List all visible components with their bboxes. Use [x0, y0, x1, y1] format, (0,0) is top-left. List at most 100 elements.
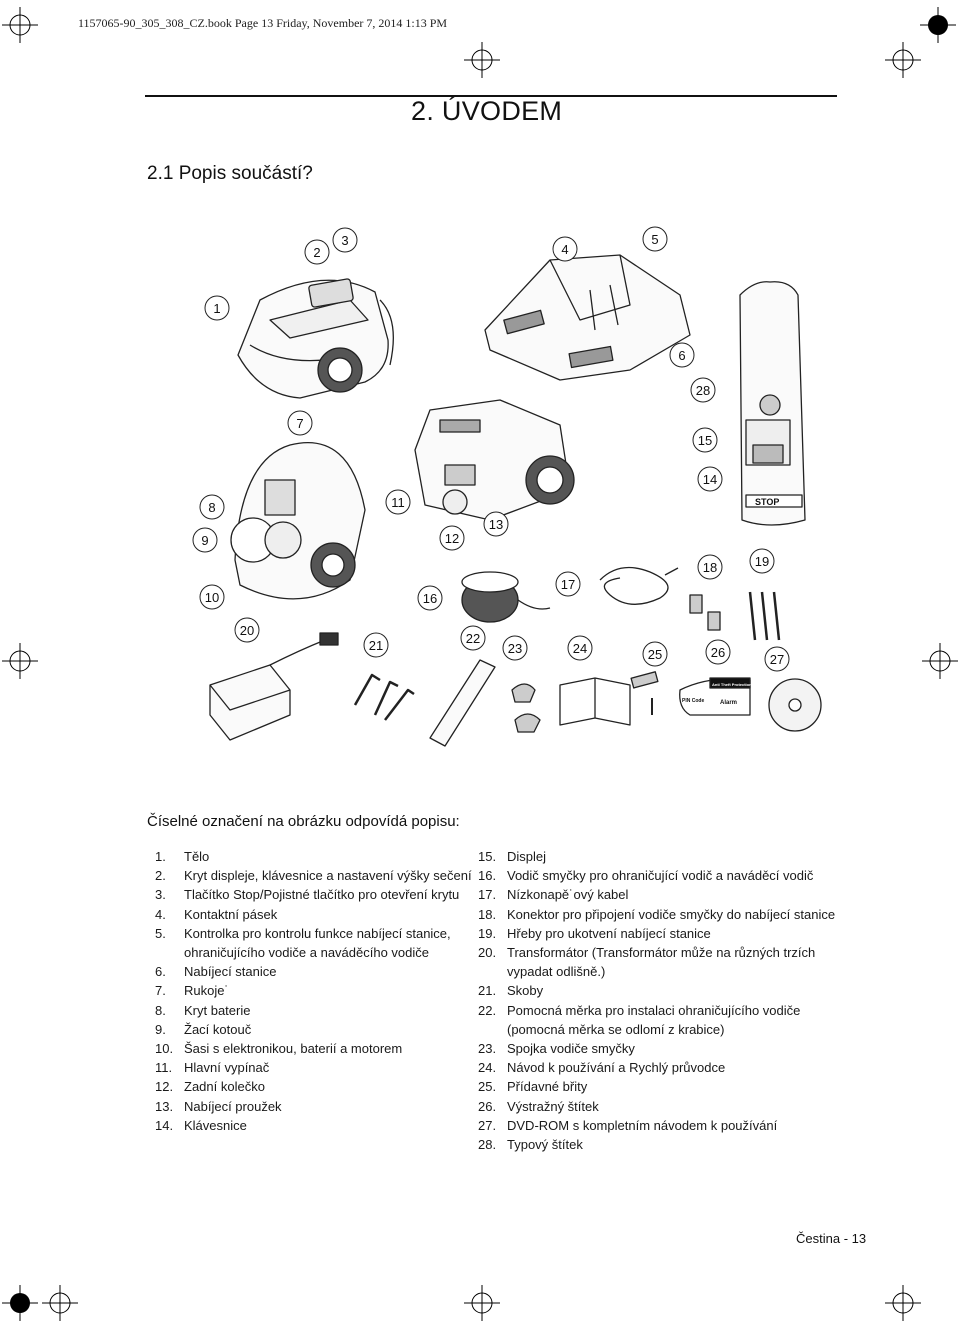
section-title: 2.1 Popis součástí? [147, 163, 313, 184]
ruler-drawing [429, 659, 496, 747]
callout-1: 1 [204, 295, 230, 321]
list-item-number: 9. [155, 1021, 166, 1037]
callout-18: 18 [697, 554, 723, 580]
list-item: 2. Kryt displeje, klávesnice a nastavení … [155, 866, 475, 885]
list-item: 6.Nabíjecí stanice [155, 962, 475, 981]
callout-23: 23 [502, 635, 528, 661]
connectors-drawing [689, 594, 721, 631]
list-item-text: Vodič smyčky pro ohraničující vodič a na… [507, 868, 814, 884]
list-item-text: Žací kotouč [184, 1021, 252, 1037]
list-item: 22. Pomocná měrka pro instalaci ohraničuj… [478, 1001, 838, 1039]
list-item-number: 6. [155, 964, 166, 980]
list-item-number: 12. [155, 1079, 174, 1095]
list-item-text: Typový štítek [507, 1137, 583, 1153]
parts-list-right: 15. Displej 16. Vodič smyčky pro ohraničují… [478, 847, 838, 1154]
list-item: 23.Spojka vodiče smyčky [478, 1039, 838, 1058]
list-item-text: Návod k používání a Rychlý průvodce [507, 1060, 726, 1076]
svg-text:15: 15 [698, 433, 712, 448]
list-item: 9. Žací kotouč [155, 1020, 475, 1039]
chapter-rule [145, 95, 837, 97]
list-item-number: 27. [478, 1117, 497, 1133]
svg-text:24: 24 [573, 641, 587, 656]
callout-20: 20 [234, 617, 260, 643]
list-item-text: Tlačítko Stop/Pojistné tlačítko pro otev… [184, 887, 460, 903]
list-item-text: Konektor pro připojení vodiče smyčky do … [507, 906, 836, 922]
callout-27: 27 [764, 646, 790, 672]
list-item-number: 16. [478, 868, 497, 884]
list-item-text: Hlavní vypínač [184, 1060, 270, 1076]
list-item-number: 26. [478, 1098, 497, 1114]
callout-11: 11 [385, 489, 411, 515]
list-item-text: Rukoje˙ [184, 983, 229, 999]
registration-mark-mid-right [922, 643, 958, 679]
list-item: 20.Transformátor (Transformátor může na … [478, 943, 838, 981]
callout-19: 19 [749, 548, 775, 574]
hooks-drawing [353, 673, 415, 721]
alarm-decal-text: Alarm [720, 700, 737, 706]
svg-text:5: 5 [651, 232, 658, 247]
list-item: 12.Zadní kolečko [155, 1077, 475, 1096]
list-item: 24.Návod k používání a Rychlý průvodce [478, 1058, 838, 1077]
parts-illustration: 1 2 3 4 5 6 7 8 9 10 11 12 13 14 15 16 1… [192, 226, 822, 747]
pegs-drawing [748, 591, 781, 641]
svg-text:21: 21 [369, 638, 383, 653]
svg-text:18: 18 [703, 560, 717, 575]
list-item-text: Skoby [507, 983, 544, 999]
warning-sticker-drawing [679, 677, 751, 716]
list-item: 28.Typový štítek [478, 1135, 838, 1154]
list-item: 14.Klávesnice [155, 1116, 475, 1135]
list-item: 27.DVD-ROM s kompletním návodem k použív… [478, 1116, 838, 1135]
svg-text:26: 26 [711, 645, 725, 660]
list-item-text: Tělo [184, 849, 210, 864]
list-item: 25.Přídavné břity [478, 1077, 838, 1096]
callout-17: 17 [555, 571, 581, 597]
svg-text:13: 13 [489, 517, 503, 532]
callout-7: 7 [287, 410, 313, 436]
figure-caption: Číselné označení na obrázku odpovídá pop… [147, 813, 460, 830]
list-item-number: 7. [155, 983, 166, 999]
svg-text:28: 28 [696, 383, 710, 398]
svg-text:7: 7 [296, 416, 303, 431]
list-item-text: Nízkonapě˙ový kabel [507, 887, 629, 903]
svg-text:16: 16 [423, 591, 437, 606]
list-item-text: Kryt displeje, klávesnice a nastavení vý… [184, 868, 472, 884]
callout-4: 4 [552, 236, 578, 262]
callout-21: 21 [363, 632, 389, 658]
list-item-number: 22. [478, 1002, 497, 1018]
cover-underside-drawing [739, 281, 806, 526]
list-item: 13.Nabíjecí proužek [155, 1097, 475, 1116]
callout-22: 22 [460, 625, 486, 651]
list-item-number: 2. [155, 868, 166, 884]
list-item: 8. Kryt baterie [155, 1001, 475, 1020]
list-item-number: 5. [155, 925, 166, 941]
list-item-text: Kryt baterie [184, 1002, 251, 1018]
list-item-number: 10. [155, 1041, 174, 1057]
list-item-number: 8. [155, 1002, 166, 1018]
svg-text:22: 22 [466, 631, 480, 646]
book-header-line: 1157065-90_305_308_CZ.book Page 13 Frida… [78, 16, 448, 30]
list-item-text: Displej [507, 849, 547, 864]
list-item-number: 17. [478, 887, 497, 903]
pin-decal-text: PIN Code [682, 698, 704, 704]
list-item: 16. Vodič smyčky pro ohraničující vodič a… [478, 866, 838, 885]
list-item: 1.Tělo [155, 847, 475, 866]
list-item-text: Spojka vodiče smyčky [507, 1041, 635, 1057]
charging-station-drawing [484, 254, 691, 381]
callout-6: 6 [669, 342, 695, 368]
transformer-drawing [209, 632, 339, 741]
list-item-number: 4. [155, 906, 166, 922]
manual-book-drawing [559, 677, 631, 726]
list-item: 21.Skoby [478, 981, 838, 1000]
callout-25: 25 [642, 641, 668, 667]
list-item-text: Transformátor (Transformátor může na růz… [507, 945, 816, 980]
list-item-text: Pomocná měrka pro instalaci ohraničující… [507, 1002, 801, 1037]
callout-2: 2 [304, 239, 330, 265]
list-item: 18.Konektor pro připojení vodiče smyčky … [478, 905, 838, 924]
registration-mark-mid-left [2, 643, 38, 679]
list-item-text: Kontaktní pásek [184, 906, 278, 922]
list-item-number: 15. [478, 849, 497, 864]
list-item-number: 19. [478, 925, 497, 941]
list-item-number: 3. [155, 887, 166, 903]
callout-24: 24 [567, 635, 593, 661]
callout-3: 3 [332, 227, 358, 253]
